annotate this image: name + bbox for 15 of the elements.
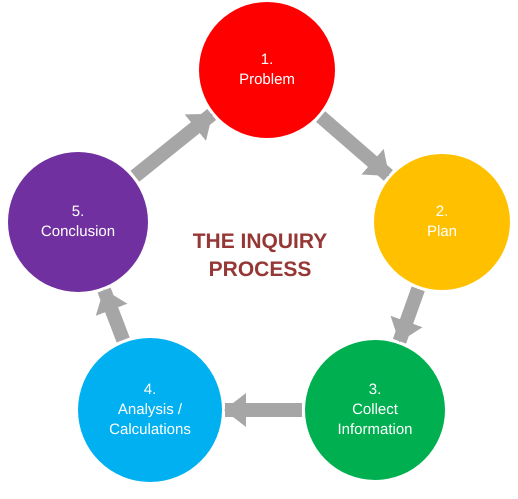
step-number: 5. bbox=[72, 202, 84, 222]
diagram-title: THE INQUIRY PROCESS bbox=[192, 229, 328, 284]
step-label: Problem bbox=[239, 70, 295, 90]
block-arrow bbox=[224, 393, 302, 427]
block-arrow bbox=[390, 286, 425, 344]
step-label: Conclusion bbox=[40, 222, 116, 242]
step-label: Analysis / Calculations bbox=[108, 400, 192, 440]
step-number: 2. bbox=[436, 202, 448, 222]
step-number: 4. bbox=[144, 380, 156, 400]
step-number: 3. bbox=[368, 380, 382, 400]
step-number: 1. bbox=[260, 50, 274, 70]
step-label: Plan bbox=[426, 222, 458, 242]
block-arrow bbox=[96, 288, 130, 342]
block-arrow bbox=[316, 111, 393, 181]
step-label: Collect Information bbox=[336, 400, 414, 440]
